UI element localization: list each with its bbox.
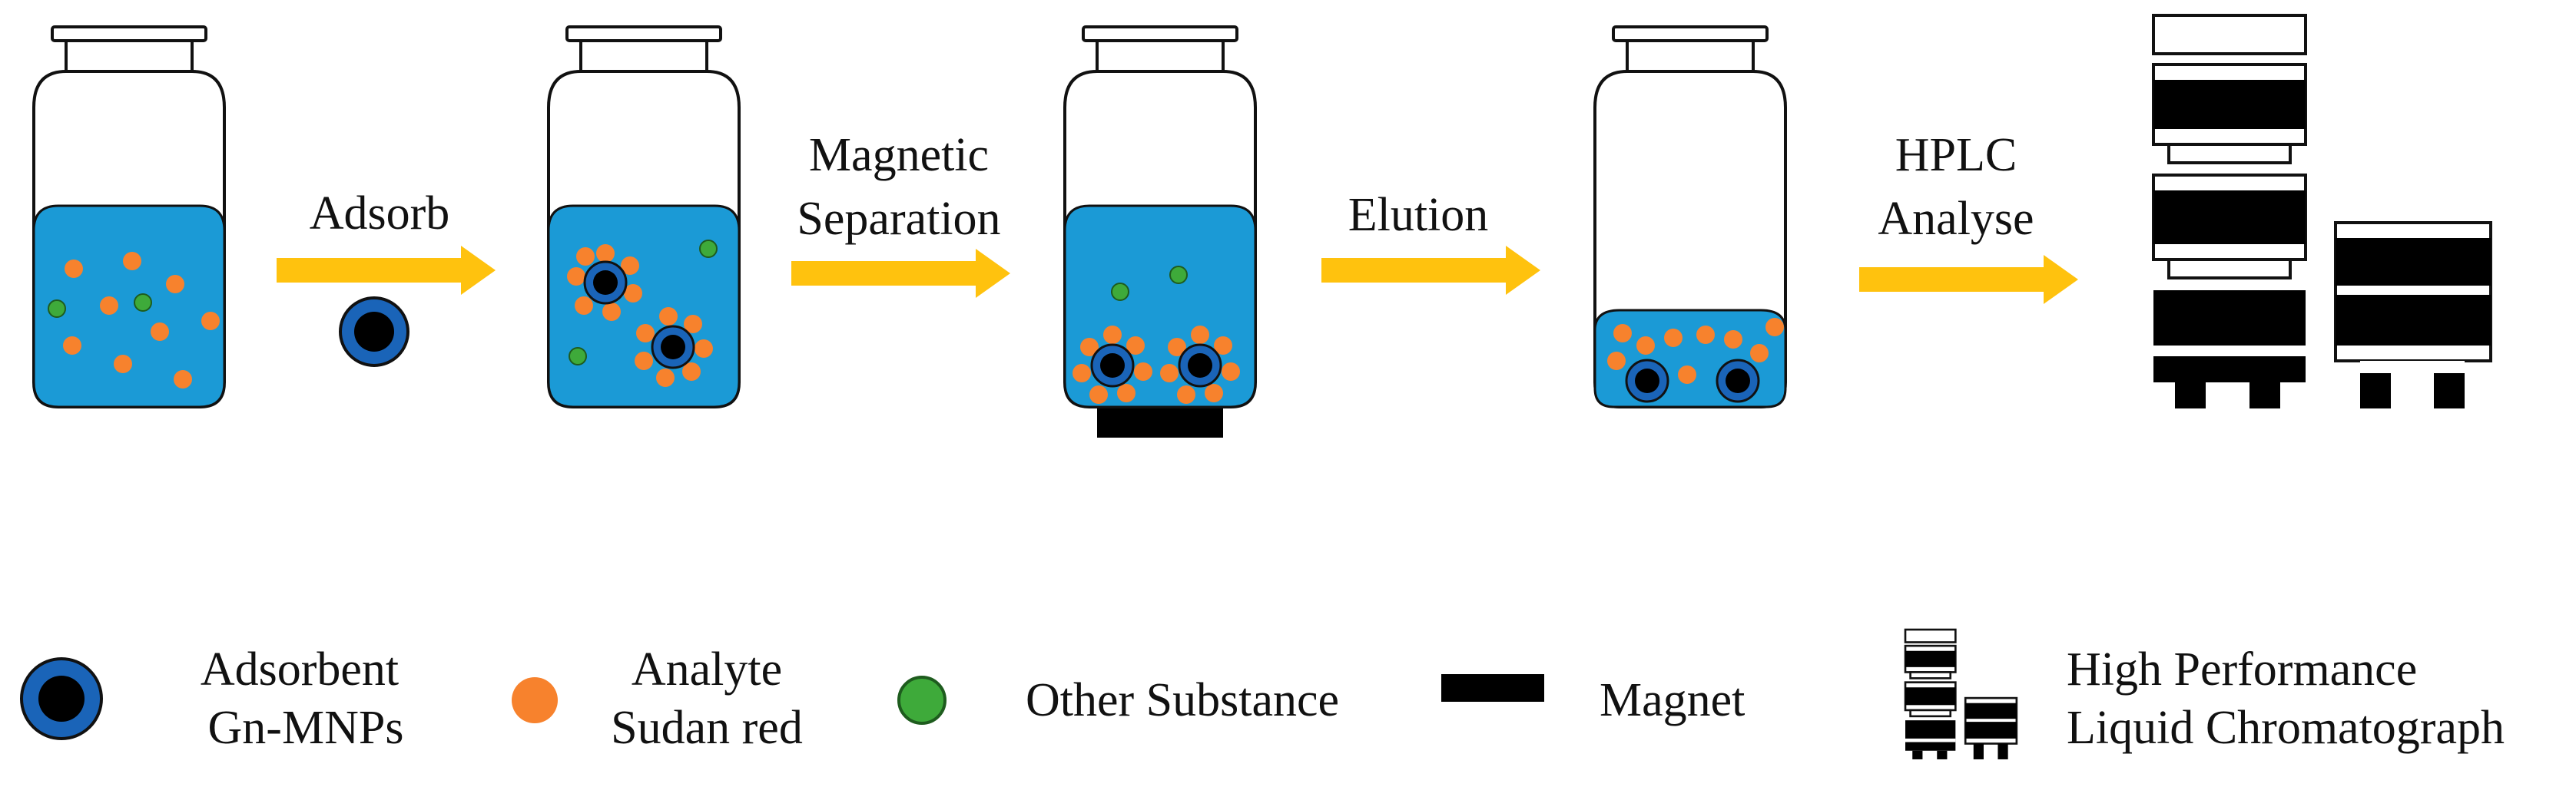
legend-hplc-icon [1904,628,2018,759]
legend-analyte-icon [512,677,558,723]
step-label-separation: Separation [797,193,1000,245]
step-label-magnetic: Magnetic [809,129,989,181]
vial-1-icon [32,25,226,408]
arrow-magnetic-separation [791,249,1010,298]
legend-magnet-icon [1441,674,1544,702]
magnet-icon [1097,408,1223,438]
legend-other-substance-icon [897,676,947,725]
adsorbent-particle [1625,359,1669,403]
step-label-hplc: HPLC [1895,129,2017,181]
arrow-elution [1321,246,1540,295]
step-label-elution: Elution [1348,189,1489,241]
step-label-adsorb: Adsorb [310,187,450,240]
vial-4-icon [1593,25,1787,408]
legend-label-adsorbent: Adsorbent [201,643,399,696]
hplc-instrument-icon [2152,14,2492,408]
vial-2-icon [547,25,741,408]
adsorbent-particle [1716,359,1760,403]
legend-adsorbent-icon [20,657,103,740]
legend: Adsorbent Gn-MNPs Analyte Sudan red Othe… [20,628,2505,759]
legend-label-magnet: Magnet [1600,674,1745,726]
legend-label-other-substance: Other Substance [1026,674,1339,726]
legend-label-sudan-red: Sudan red [611,702,803,754]
legend-label-high-performance: High Performance [2067,643,2417,696]
legend-label-liquid-chromatograph: Liquid Chromatograph [2067,702,2505,754]
adsorbent-particle-icon [339,296,409,367]
arrow-hplc-analyse [1859,255,2078,304]
legend-label-gn-mnps: Gn-MNPs [208,702,404,754]
legend-label-analyte: Analyte [632,643,782,696]
arrow-adsorb [277,246,496,295]
step-label-analyse: Analyse [1878,193,2034,245]
vial-3-icon [1063,25,1257,408]
vial-1-liquid [32,204,226,408]
